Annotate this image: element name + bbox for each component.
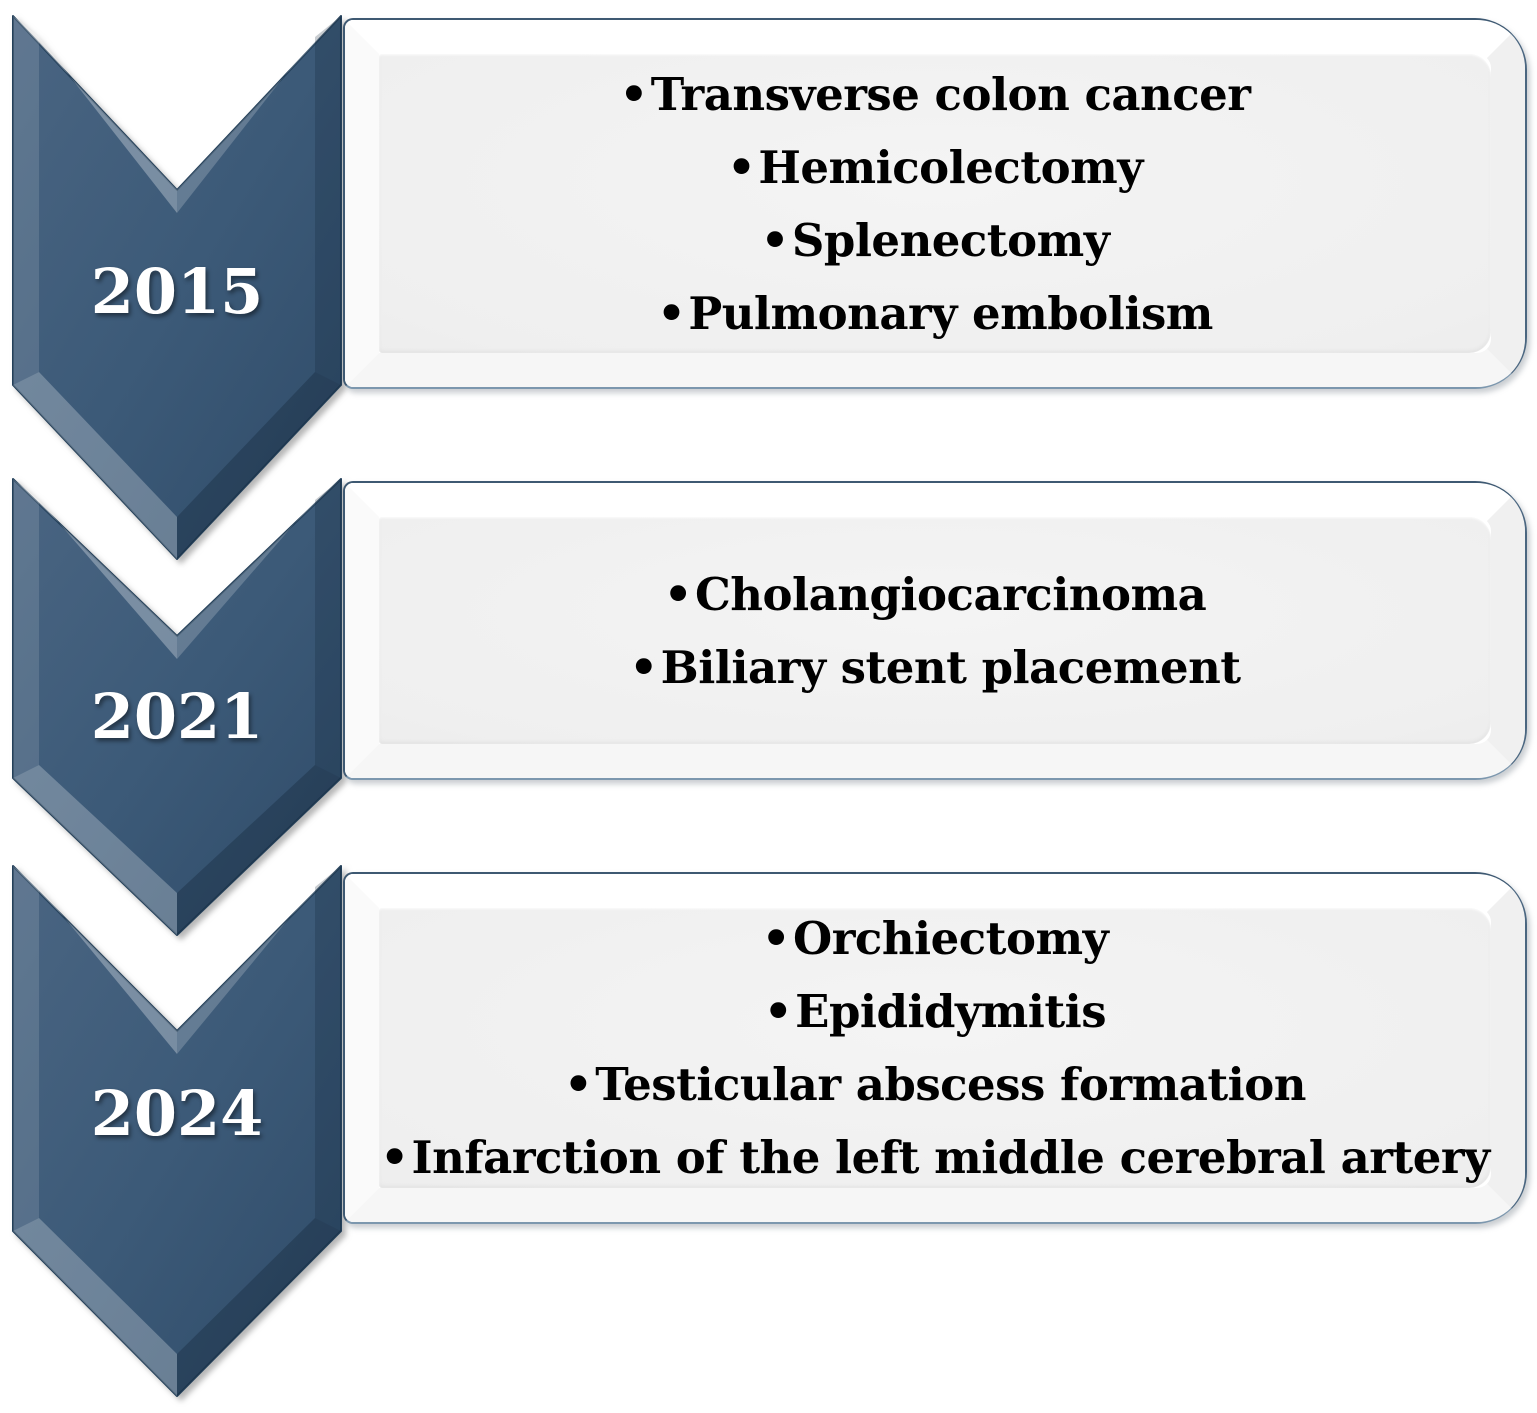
- event-text: Transverse colon cancer: [650, 67, 1251, 121]
- event-item: •Hemicolectomy: [727, 131, 1143, 204]
- bullet-marker: •: [380, 1131, 409, 1184]
- event-item: •Testicular abscess formation: [564, 1048, 1306, 1121]
- bullet-marker: •: [763, 985, 793, 1038]
- year-chevron-2021: 2021: [12, 478, 342, 940]
- event-item: •Epididymitis: [763, 975, 1107, 1048]
- event-text: Testicular abscess formation: [595, 1058, 1306, 1111]
- event-text: Pulmonary embolism: [688, 286, 1213, 340]
- event-text: Splenectomy: [791, 213, 1110, 267]
- bullet-marker: •: [761, 912, 791, 965]
- event-box-2024: •Orchiectomy•Epididymitis•Testicular abs…: [343, 872, 1527, 1224]
- year-label: 2024: [90, 1077, 264, 1150]
- event-box-face: [379, 908, 1491, 1188]
- event-box-2021: •Cholangiocarcinoma•Biliary stent placem…: [343, 481, 1527, 780]
- event-box-face: [379, 54, 1491, 353]
- bullet-marker: •: [619, 67, 649, 121]
- event-box-face: [379, 517, 1491, 744]
- event-box-bevel-frame: [345, 483, 1525, 778]
- bullet-marker: •: [629, 640, 658, 694]
- event-box-2015: •Transverse colon cancer•Hemicolectomy•S…: [343, 18, 1527, 389]
- event-item: •Infarction of the left middle cerebral …: [380, 1121, 1491, 1194]
- year-chevron-2024: 2024: [12, 865, 342, 1401]
- year-chevron-2015: 2015: [12, 15, 342, 564]
- event-item: •Splenectomy: [761, 204, 1110, 277]
- event-text: Epididymitis: [795, 985, 1107, 1038]
- year-label: 2021: [90, 680, 264, 753]
- chevron-arrow-shape: [12, 865, 342, 1397]
- event-text: Cholangiocarcinoma: [694, 567, 1207, 621]
- event-box-bevel-frame: [345, 20, 1525, 387]
- year-label: 2015: [90, 255, 264, 328]
- bullet-marker: •: [657, 286, 686, 340]
- bullet-marker: •: [663, 567, 693, 621]
- chevron-arrow-shape: [12, 15, 342, 560]
- event-item: •Pulmonary embolism: [657, 277, 1213, 350]
- event-text: Orchiectomy: [793, 912, 1109, 965]
- event-item: •Cholangiocarcinoma: [664, 558, 1207, 631]
- bullet-marker: •: [564, 1058, 593, 1111]
- event-box-bevel-frame: [345, 874, 1525, 1222]
- bullet-marker: •: [760, 213, 790, 267]
- event-item: •Transverse colon cancer: [620, 58, 1251, 131]
- event-list: •Cholangiocarcinoma•Biliary stent placem…: [357, 495, 1513, 766]
- event-list: •Orchiectomy•Epididymitis•Testicular abs…: [357, 886, 1513, 1210]
- chevron-arrow-shape: [12, 478, 342, 936]
- event-text: Infarction of the left middle cerebral a…: [411, 1131, 1491, 1184]
- bullet-marker: •: [727, 140, 756, 194]
- event-list: •Transverse colon cancer•Hemicolectomy•S…: [357, 32, 1513, 375]
- event-text: Biliary stent placement: [660, 640, 1241, 694]
- event-item: •Biliary stent placement: [629, 631, 1241, 704]
- event-text: Hemicolectomy: [758, 140, 1143, 194]
- event-item: •Orchiectomy: [761, 902, 1109, 975]
